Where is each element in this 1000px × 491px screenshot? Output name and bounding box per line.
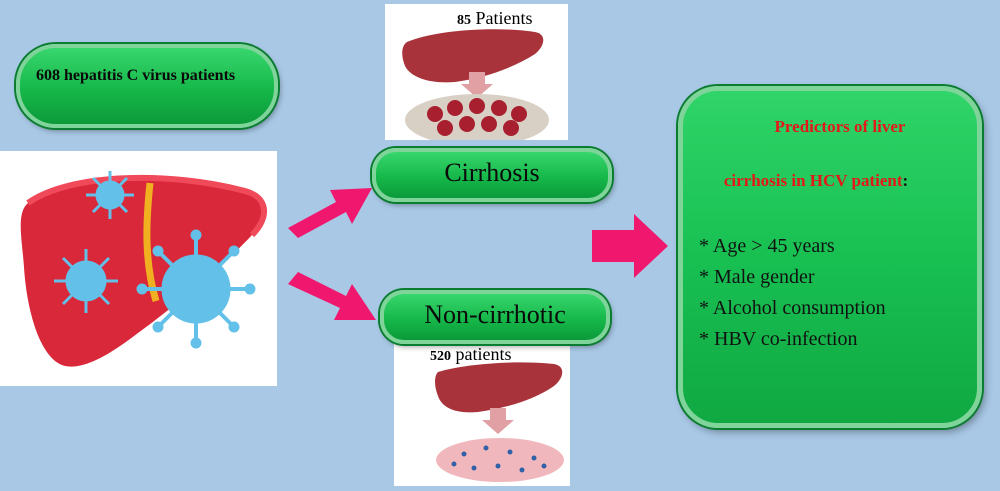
cirrhosis-count-unit: Patients [475,8,533,28]
non-cirrhotic-box: Non-cirrhotic [380,290,610,344]
predictor-item: * Male gender [699,266,815,288]
non-cirrhotic-count: 520 [430,349,451,364]
normal-tissue [436,438,564,482]
virus-icon [86,171,134,219]
predictors-title-line1: Predictors of liver [774,117,906,136]
predictor-item: * HBV co-infection [699,328,858,350]
non-cirrhotic-label: Non-cirrhotic [424,300,566,329]
non-cirrhotic-count-label: 520 patients [430,344,512,365]
predictors-list: * Age > 45 years * Male gender * Alcohol… [699,231,886,355]
cirrhosis-count-label: 85 Patients [457,8,533,29]
cirrhosis-liver-image: 85 Patients [385,4,568,146]
predictors-title-text: cirrhosis in HCV patient [723,171,903,190]
infected-liver-image [0,151,277,386]
infected-liver-illustration [20,171,268,367]
virus-icon [136,229,256,349]
total-patients-text: 608 hepatitis C virus patients [36,67,236,84]
arrow-to-cirrhosis-icon [288,188,372,238]
arrow-to-non-cirrhotic-icon [288,272,376,320]
non-cirrhotic-liver-image: 520 patients [394,342,570,486]
cirrhosis-count: 85 [457,13,471,28]
arrow-to-predictors-icon [592,214,668,278]
non-cirrhotic-count-unit: patients [455,344,512,364]
cirrhosis-box: Cirrhosis [372,148,612,202]
predictor-item: * Age > 45 years [699,235,835,257]
healthy-liver-illustration [435,362,564,482]
virus-icon [54,249,118,313]
cirrhotic-liver-illustration [402,29,549,146]
cirrhosis-label: Cirrhosis [444,158,540,187]
predictors-box: Predictors of liver cirrhosis in HCV pat… [678,86,982,428]
total-patients-box: 608 hepatitis C virus patients [16,44,278,128]
predictors-title-colon: : [902,171,909,190]
predictor-item: * Alcohol consumption [699,297,886,319]
predictors-title-line2: cirrhosis in HCV patient: [669,171,963,191]
liver-shape [20,177,265,367]
